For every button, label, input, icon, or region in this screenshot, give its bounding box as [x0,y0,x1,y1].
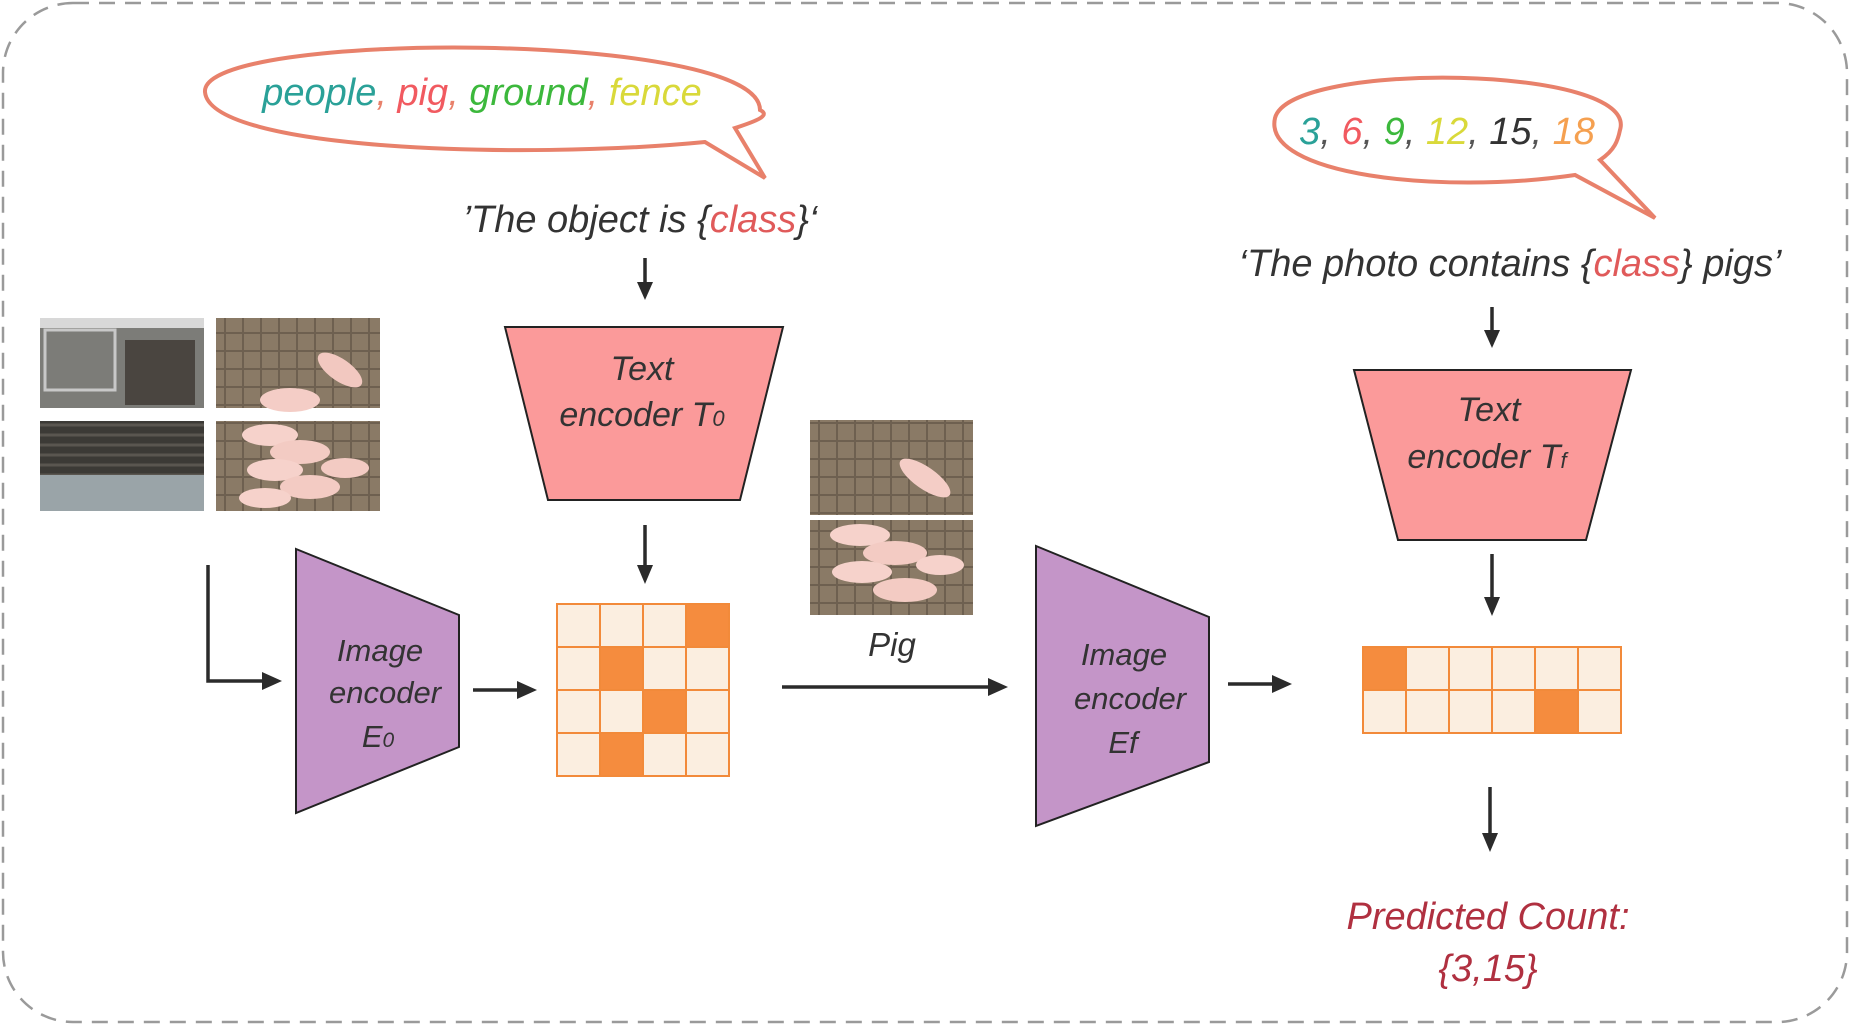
arrow-prompt2-to-text-encoder [1484,307,1500,348]
grid-cell [685,689,730,734]
image-encoder-label-line1: Image [337,633,423,668]
predicted-count-value: {3,15} [1438,948,1538,990]
prompt-template-1: ’The object is {class}‘ [463,199,819,241]
grid-cell [1405,646,1450,691]
text-encoder-label-line1: Text [610,350,675,388]
grid-cell [685,732,730,777]
prompt2-suffix: } pigs’ [1677,243,1782,285]
grid-cell-active [1534,689,1579,734]
count-3: 3 [1299,111,1320,153]
arrow-images-to-image-encoder [206,565,282,690]
grid-cell [642,646,687,691]
text-encoder-t0: Text encoder T0 [503,326,785,501]
image-encoder-2-label-line3: Ef [1108,725,1141,760]
separator: , [1468,111,1489,153]
image-encoder-label-line3: E0 [362,719,395,754]
selected-pig-image [810,420,973,615]
separator: , [1532,111,1553,153]
separator: , [588,72,609,114]
separator: , [1405,111,1426,153]
count-12: 12 [1426,111,1468,153]
arrow-grid-to-image-encoder-2 [782,678,1008,696]
input-pen-images [40,318,380,511]
grid-cell [1448,689,1493,734]
arrow-prompt-to-text-encoder [637,258,653,300]
count-list-text: 3, 6, 9, 12, 15, 18 [1299,111,1595,153]
prompt-suffix: }‘ [793,199,819,241]
class-word-fence: fence [609,72,702,114]
grid-cell [556,689,601,734]
grid-cell-active [1362,646,1407,691]
count-bubble: 3, 6, 9, 12, 15, 18 [1272,75,1657,220]
text-encoder-2-label-line1: Text [1457,391,1522,429]
grid-cell-active [642,689,687,734]
grid-cell [556,646,601,691]
grid-cell [1534,646,1579,691]
similarity-grid-4x4 [556,603,730,777]
image-encoder-subscript: 0 [383,729,395,752]
separator: , [1320,111,1341,153]
text-encoder-2-name: encoder T [1407,438,1562,476]
similarity-grid-2x6 [1362,646,1622,734]
grid-cell [1491,646,1536,691]
count-6: 6 [1341,111,1363,153]
grid-cell [1362,689,1407,734]
separator: , [448,72,469,114]
arrow-image-encoder-2-to-grid [1228,675,1292,693]
count-9: 9 [1384,111,1405,153]
text-encoder-subscript: 0 [712,406,725,431]
arrow-grid-to-result [1482,787,1498,852]
grid-cell-active [599,646,644,691]
grid-cell [556,732,601,777]
prompt-class-word: class [710,199,797,241]
arrow-text-encoder-to-grid [637,525,653,584]
count-18: 18 [1553,111,1595,153]
class-word-people: people [261,72,376,114]
prompt-prefix: ’The object is { [463,199,713,241]
grid-cell [685,646,730,691]
image-encoder-e0: Image encoder E0 [295,547,460,815]
arrow-image-encoder-to-grid [473,681,537,699]
class-word-pig: pig [396,72,448,114]
grid-cell [1448,646,1493,691]
image-encoder-2-label-line1: Image [1081,637,1167,672]
grid-cell-active [685,603,730,648]
grid-cell [1577,689,1622,734]
grid-cell [1405,689,1450,734]
text-encoder-2-label-line2: encoder Tf [1407,438,1569,476]
grid-cell [1491,689,1536,734]
grid-cell [642,603,687,648]
text-encoder-tf: Text encoder Tf [1352,369,1633,541]
separator: , [376,72,397,114]
grid-cell [642,732,687,777]
prompt-template-2: ‘The photo contains {class} pigs’ [1239,243,1782,285]
grid-cell [599,689,644,734]
image-encoder-2-label-line2: encoder [1074,681,1188,716]
class-word-ground: ground [469,72,589,114]
image-encoder-ef: Image encoder Ef [1035,544,1210,828]
predicted-count-label: Predicted Count: [1346,896,1629,938]
text-encoder-2-subscript: f [1560,448,1569,473]
image-encoder-name: E [362,719,383,754]
class-list-text: people, pig, ground, fence [261,72,702,114]
prompt2-class-word: class [1593,243,1680,285]
grid-cell [1577,646,1622,691]
grid-cell [599,603,644,648]
grid-cell-active [599,732,644,777]
text-encoder-label-line2: encoder T0 [559,396,725,434]
image-encoder-label-line2: encoder [329,675,443,710]
text-encoder-name: encoder T [559,396,714,434]
selected-class-label: Pig [868,626,916,663]
prompt2-prefix: ‘The photo contains { [1239,243,1597,285]
arrow-text-encoder-2-to-grid [1484,554,1500,616]
separator: , [1362,111,1383,153]
count-15: 15 [1489,111,1532,153]
grid-cell [556,603,601,648]
class-bubble: people, pig, ground, fence [202,45,767,180]
